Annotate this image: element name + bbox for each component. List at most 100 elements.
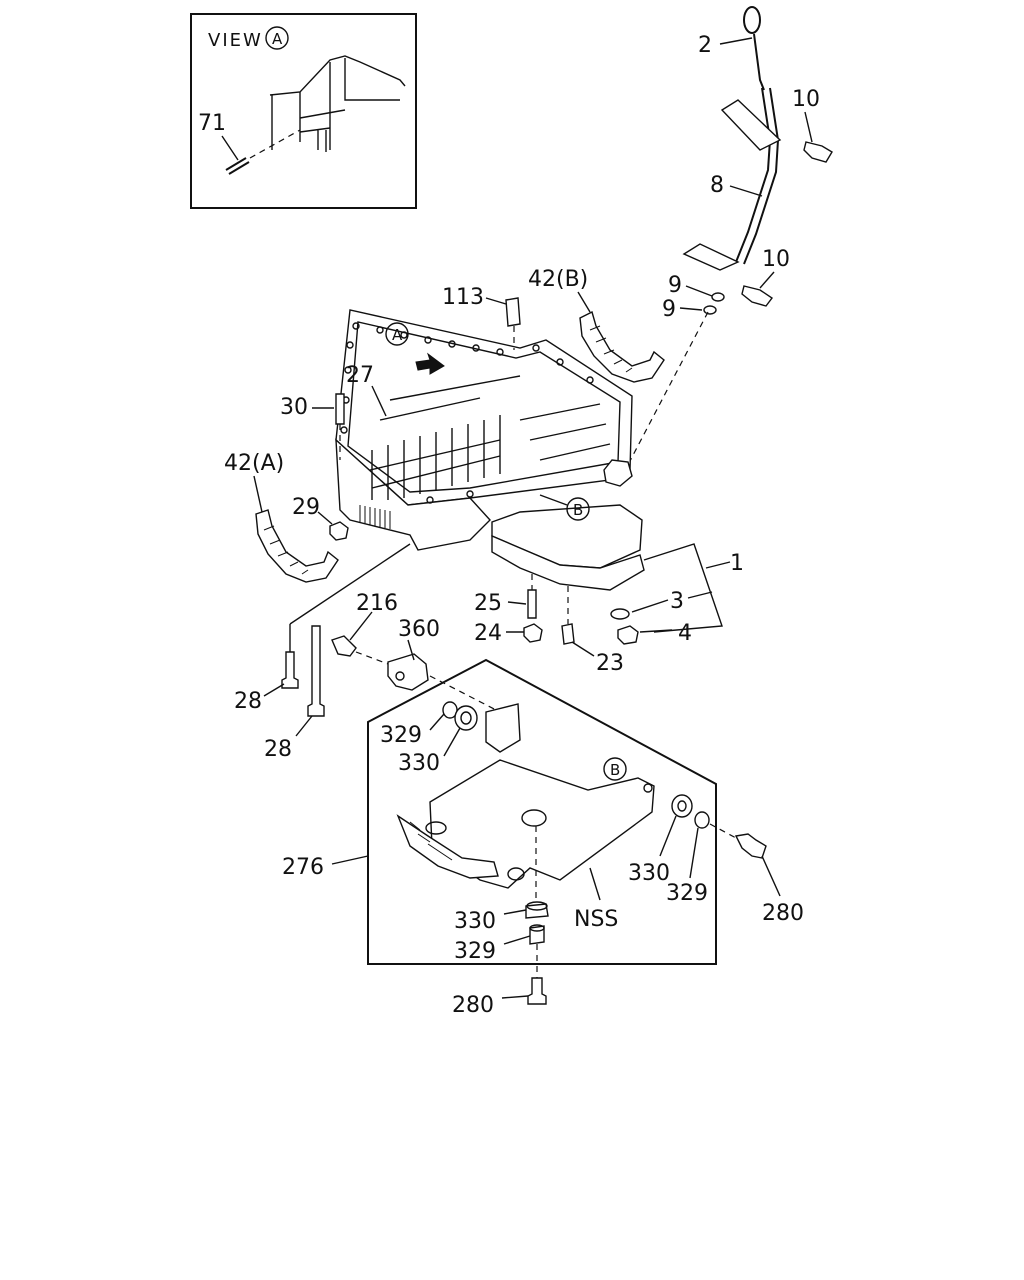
pan-baffle-ribs (369, 375, 611, 500)
oil-pan (335, 309, 645, 591)
leader-10a (804, 111, 813, 143)
callout-360: 360 (398, 617, 440, 642)
callout-4: 4 (678, 621, 692, 646)
pan-inner-rim (347, 321, 621, 493)
leader-28b (295, 715, 313, 737)
bracket-1 (643, 543, 723, 633)
inset-leader-71 (221, 135, 239, 161)
pan-body-27: 27 (346, 363, 387, 417)
leader-2 (719, 37, 753, 45)
o-ring-9-upper (711, 292, 725, 302)
leader-3 (631, 599, 669, 613)
leader-4 (639, 629, 673, 633)
inset-rib (299, 109, 346, 152)
callout-10-upper: 10 (792, 87, 820, 112)
stud-30: 30 (280, 393, 345, 460)
bearing-cap-42b: 42(B) (528, 267, 665, 383)
cushion-330-right (671, 794, 693, 818)
leader-25 (507, 601, 527, 605)
callout-30: 30 (280, 395, 308, 420)
inset-frame (190, 13, 417, 209)
ref-b-leader (539, 494, 568, 506)
stud-25-nut-24-bolt-23: 25 24 23 (474, 574, 624, 676)
callout-9-upper: 9 (668, 273, 682, 298)
stud-25 (527, 589, 537, 619)
bracket-360: 216 360 (331, 591, 501, 713)
callout-2: 2 (698, 33, 712, 58)
tube-boss (603, 459, 633, 487)
leader-280a (761, 855, 781, 897)
leader-330c (503, 909, 527, 915)
callout-8: 8 (710, 173, 724, 198)
mount-upper-left: 329 330 (380, 701, 478, 776)
inset-pan-edge (269, 55, 406, 96)
bolt-10-upper (803, 141, 833, 163)
bolt-23 (561, 623, 575, 645)
bolts-28: 28 28 (234, 543, 411, 762)
callout-330-lower: 330 (454, 909, 496, 934)
callout-71: 71 (198, 111, 226, 136)
collar-329-lower (529, 925, 545, 945)
guard-bracket-tab (485, 703, 521, 753)
ref-b-guard-letter: B (610, 761, 620, 779)
leader-27 (371, 385, 387, 417)
dipstick-axis (619, 311, 709, 481)
lower-bracket (682, 243, 740, 271)
plug-4 (617, 625, 639, 645)
inset-stud-71 (225, 157, 250, 175)
callout-3: 3 (670, 589, 684, 614)
ref-b-guard (603, 757, 627, 781)
leader-8 (729, 185, 763, 197)
callout-10-lower: 10 (762, 247, 790, 272)
callout-280-lower: 280 (452, 993, 494, 1018)
leader-360 (407, 639, 415, 661)
callout-280-right: 280 (762, 901, 804, 926)
callout-23: 23 (596, 651, 624, 676)
dipstick-rod (753, 33, 765, 91)
leader-42b (577, 291, 591, 313)
callout-113: 113 (442, 285, 484, 310)
view-arrow (415, 352, 445, 375)
nut-24 (523, 623, 543, 643)
guard-front-lip (396, 814, 499, 879)
callout-29: 29 (292, 495, 320, 520)
leader-276 (331, 855, 369, 865)
bolt-28-short (281, 651, 299, 689)
inset-ref-letter: A (272, 30, 283, 48)
drain-plug-group: 1 3 4 (610, 543, 744, 646)
leader-280b (501, 995, 529, 999)
cushion-330-lower (525, 903, 549, 919)
upper-bracket (720, 99, 782, 151)
leader-10b (759, 271, 775, 289)
bolt-28-long (307, 625, 325, 717)
ref-a-letter: A (392, 326, 403, 344)
dipstick-assembly: 2 10 8 10 9 9 (619, 6, 833, 481)
guard-276-box: 276 B NSS (282, 658, 717, 965)
leader-42a (253, 475, 263, 513)
leader-329b (689, 827, 699, 879)
leader-9b (679, 307, 703, 311)
callout-25: 25 (474, 591, 502, 616)
bolt-280-right (734, 833, 767, 859)
callout-28-upper: 28 (234, 689, 262, 714)
callout-330-right: 330 (628, 861, 670, 886)
callout-330-upper: 330 (398, 751, 440, 776)
view-ref-a: A (385, 322, 445, 375)
inset-stud-axis (249, 129, 301, 159)
inset-ref-circle (265, 26, 289, 50)
leader-23 (571, 641, 595, 657)
callout-329-right: 329 (666, 881, 708, 906)
callout-276: 276 (282, 855, 324, 880)
washer-3 (610, 608, 630, 620)
inset-pan-body (271, 58, 400, 150)
callout-329-upper: 329 (380, 723, 422, 748)
leader-9a (685, 285, 713, 297)
callout-nss: NSS (574, 907, 618, 932)
leader-330b (659, 815, 677, 857)
leader-nss (589, 867, 601, 901)
leader-329a (429, 713, 445, 731)
bracket-plate (387, 653, 429, 691)
callout-28-lower: 28 (264, 737, 292, 762)
callout-42b: 42(B) (528, 267, 588, 292)
